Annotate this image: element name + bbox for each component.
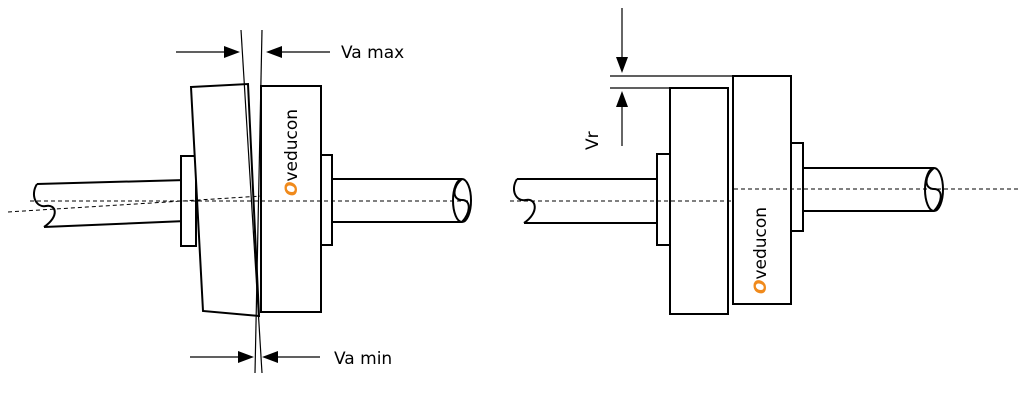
axial-min-dimension bbox=[190, 351, 320, 363]
left-flange-tilted bbox=[189, 82, 261, 318]
left-shaft-centerline bbox=[7, 195, 263, 213]
left-shaft bbox=[513, 178, 660, 224]
radial-offset-label: Vr bbox=[583, 131, 603, 150]
right-hub bbox=[790, 142, 804, 232]
axial-max-dimension bbox=[176, 46, 330, 58]
left-hub bbox=[656, 153, 672, 246]
right-shaft bbox=[332, 178, 472, 223]
right-hub bbox=[320, 154, 333, 246]
left-shaft-tilted bbox=[33, 179, 187, 228]
right-shaft bbox=[803, 167, 944, 212]
face-reference-line-right bbox=[254, 29, 263, 374]
right-flange bbox=[260, 85, 322, 313]
brand-logo-left: Oveducon bbox=[282, 109, 302, 196]
left-hub bbox=[180, 155, 197, 247]
radial-offset-dimension bbox=[616, 8, 628, 146]
brand-logo-right: Oveducon bbox=[751, 207, 771, 294]
axial-min-label: Va min bbox=[334, 349, 392, 369]
radial-misalignment-figure: Vr Oveducon bbox=[510, 8, 1018, 315]
axial-max-label: Va max bbox=[341, 43, 404, 63]
angular-misalignment-figure: Va max Va min Oveducon bbox=[7, 29, 472, 374]
face-reference-line-left bbox=[240, 29, 263, 374]
